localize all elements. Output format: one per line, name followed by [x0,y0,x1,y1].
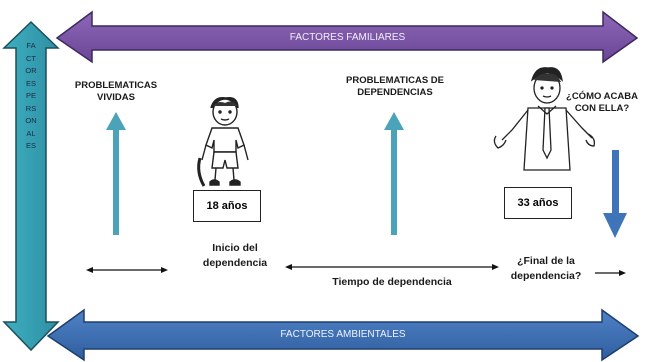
teal-up-arrow-left [106,112,126,235]
top-banner-arrow [55,10,639,64]
bottom-banner-arrow [46,308,640,362]
side-banner-label: FA CT OR ES PE RS ON AL ES [25,41,37,150]
como-acaba-label: ¿CÓMO ACABA CON ELLA? [566,91,638,115]
child-figure [197,97,249,187]
tiempo-label: Tiempo de dependencia [332,276,452,288]
blue-down-arrow [603,150,627,238]
adult-figure [493,67,596,171]
age-end-box: 33 años [504,187,572,219]
timeline-arrow-left [86,267,168,273]
problematicas-vividas-label: PROBLEMATICAS VIVIDAS [74,80,158,104]
top-banner-label: FACTORES FAMILIARES [289,32,406,43]
timeline-arrow-middle [285,264,499,270]
problematicas-dependencias-label: PROBLEMATICAS DE DEPENDENCIAS [346,75,444,99]
side-banner-arrow [2,20,60,352]
teal-up-arrow-center [384,112,404,235]
timeline-arrow-right [595,270,626,276]
age-start-box: 18 años [193,190,261,222]
bottom-banner-label: FACTORES AMBIENTALES [280,329,406,340]
inicio-label: Inicio del dependencia [202,242,268,270]
final-label: ¿Final de la dependencia? [510,255,582,283]
